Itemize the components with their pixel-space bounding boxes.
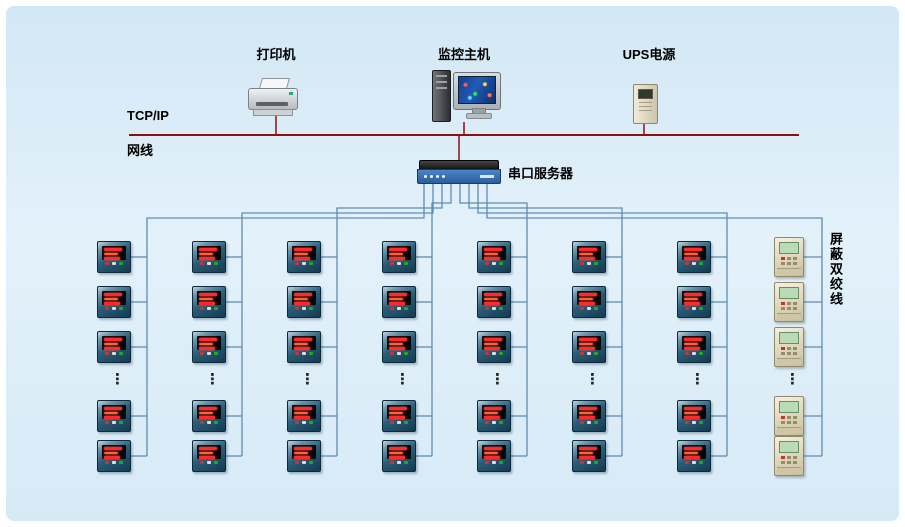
monitor-stand xyxy=(466,113,492,119)
monitor-host-label: 监控主机 xyxy=(437,47,490,62)
printer-tray xyxy=(253,109,293,116)
power-meter-icon xyxy=(677,241,711,273)
wire xyxy=(468,184,623,456)
power-meter-icon xyxy=(572,241,606,273)
power-meter-icon xyxy=(477,286,511,318)
power-meter-icon xyxy=(97,400,131,432)
monitor-host-icon xyxy=(432,68,502,124)
relay-device-icon xyxy=(774,237,804,277)
power-meter-icon xyxy=(287,331,321,363)
tcpip-label: TCP/IP xyxy=(127,108,169,123)
crt-monitor-icon xyxy=(453,72,501,110)
power-meter-icon xyxy=(287,440,321,472)
computer-tower-icon xyxy=(432,70,451,122)
power-meter-icon xyxy=(192,241,226,273)
power-meter-icon xyxy=(382,286,416,318)
power-meter-icon xyxy=(192,440,226,472)
column-continuation-ellipsis: ⋮ xyxy=(585,371,600,388)
power-meter-icon xyxy=(477,331,511,363)
power-meter-icon xyxy=(192,400,226,432)
power-meter-icon xyxy=(477,440,511,472)
printer-label: 打印机 xyxy=(256,47,296,62)
power-meter-icon xyxy=(572,331,606,363)
printer-body xyxy=(248,88,298,110)
net-cable-label: 网线 xyxy=(127,143,154,158)
wire xyxy=(431,184,452,456)
printer-led xyxy=(289,92,293,95)
power-meter-icon xyxy=(97,286,131,318)
power-meter-icon xyxy=(97,440,131,472)
power-meter-icon xyxy=(382,241,416,273)
wire xyxy=(486,184,823,456)
monitor-screen xyxy=(458,76,496,104)
power-meter-icon xyxy=(287,286,321,318)
power-meter-icon xyxy=(382,400,416,432)
wire xyxy=(477,184,728,456)
power-meter-icon xyxy=(382,331,416,363)
ups-label: UPS电源 xyxy=(622,47,676,62)
serial-server-label: 串口服务器 xyxy=(508,166,574,181)
relay-device-icon xyxy=(774,327,804,367)
column-continuation-ellipsis: ⋮ xyxy=(395,371,410,388)
serial-server-front xyxy=(417,169,501,184)
power-meter-icon xyxy=(287,241,321,273)
network-topology-diagram: 打印机 监控主机 UPS电源 TCP/IP 网线 串口服务器 屏蔽双绞线 xyxy=(4,4,901,523)
power-meter-icon xyxy=(192,286,226,318)
relay-device-icon xyxy=(774,396,804,436)
wire xyxy=(336,184,443,456)
power-meter-icon xyxy=(477,400,511,432)
serial-server-icon xyxy=(417,160,501,184)
relay-device-icon xyxy=(774,282,804,322)
power-meter-icon xyxy=(382,440,416,472)
wire xyxy=(146,184,425,456)
printer-slot xyxy=(256,102,288,106)
power-meter-icon xyxy=(677,286,711,318)
power-meter-icon xyxy=(477,241,511,273)
printer-icon xyxy=(248,78,298,120)
power-meter-icon xyxy=(677,400,711,432)
wire xyxy=(459,184,528,456)
power-meter-icon xyxy=(677,331,711,363)
column-continuation-ellipsis: ⋮ xyxy=(300,371,315,388)
column-continuation-ellipsis: ⋮ xyxy=(110,371,125,388)
power-meter-icon xyxy=(572,440,606,472)
power-meter-icon xyxy=(192,331,226,363)
power-meter-icon xyxy=(97,331,131,363)
power-meter-icon xyxy=(572,400,606,432)
power-meter-icon xyxy=(287,400,321,432)
connection-lines xyxy=(129,116,823,457)
column-continuation-ellipsis: ⋮ xyxy=(490,371,505,388)
relay-device-icon xyxy=(774,436,804,476)
column-continuation-ellipsis: ⋮ xyxy=(785,371,800,388)
ups-display xyxy=(638,89,653,99)
ups-vents xyxy=(634,102,657,111)
column-continuation-ellipsis: ⋮ xyxy=(205,371,220,388)
column-continuation-ellipsis: ⋮ xyxy=(690,371,705,388)
ups-icon xyxy=(633,84,658,124)
shielded-pair-label: 屏蔽双绞线 xyxy=(828,232,843,307)
power-meter-icon xyxy=(572,286,606,318)
power-meter-icon xyxy=(677,440,711,472)
power-meter-icon xyxy=(97,241,131,273)
